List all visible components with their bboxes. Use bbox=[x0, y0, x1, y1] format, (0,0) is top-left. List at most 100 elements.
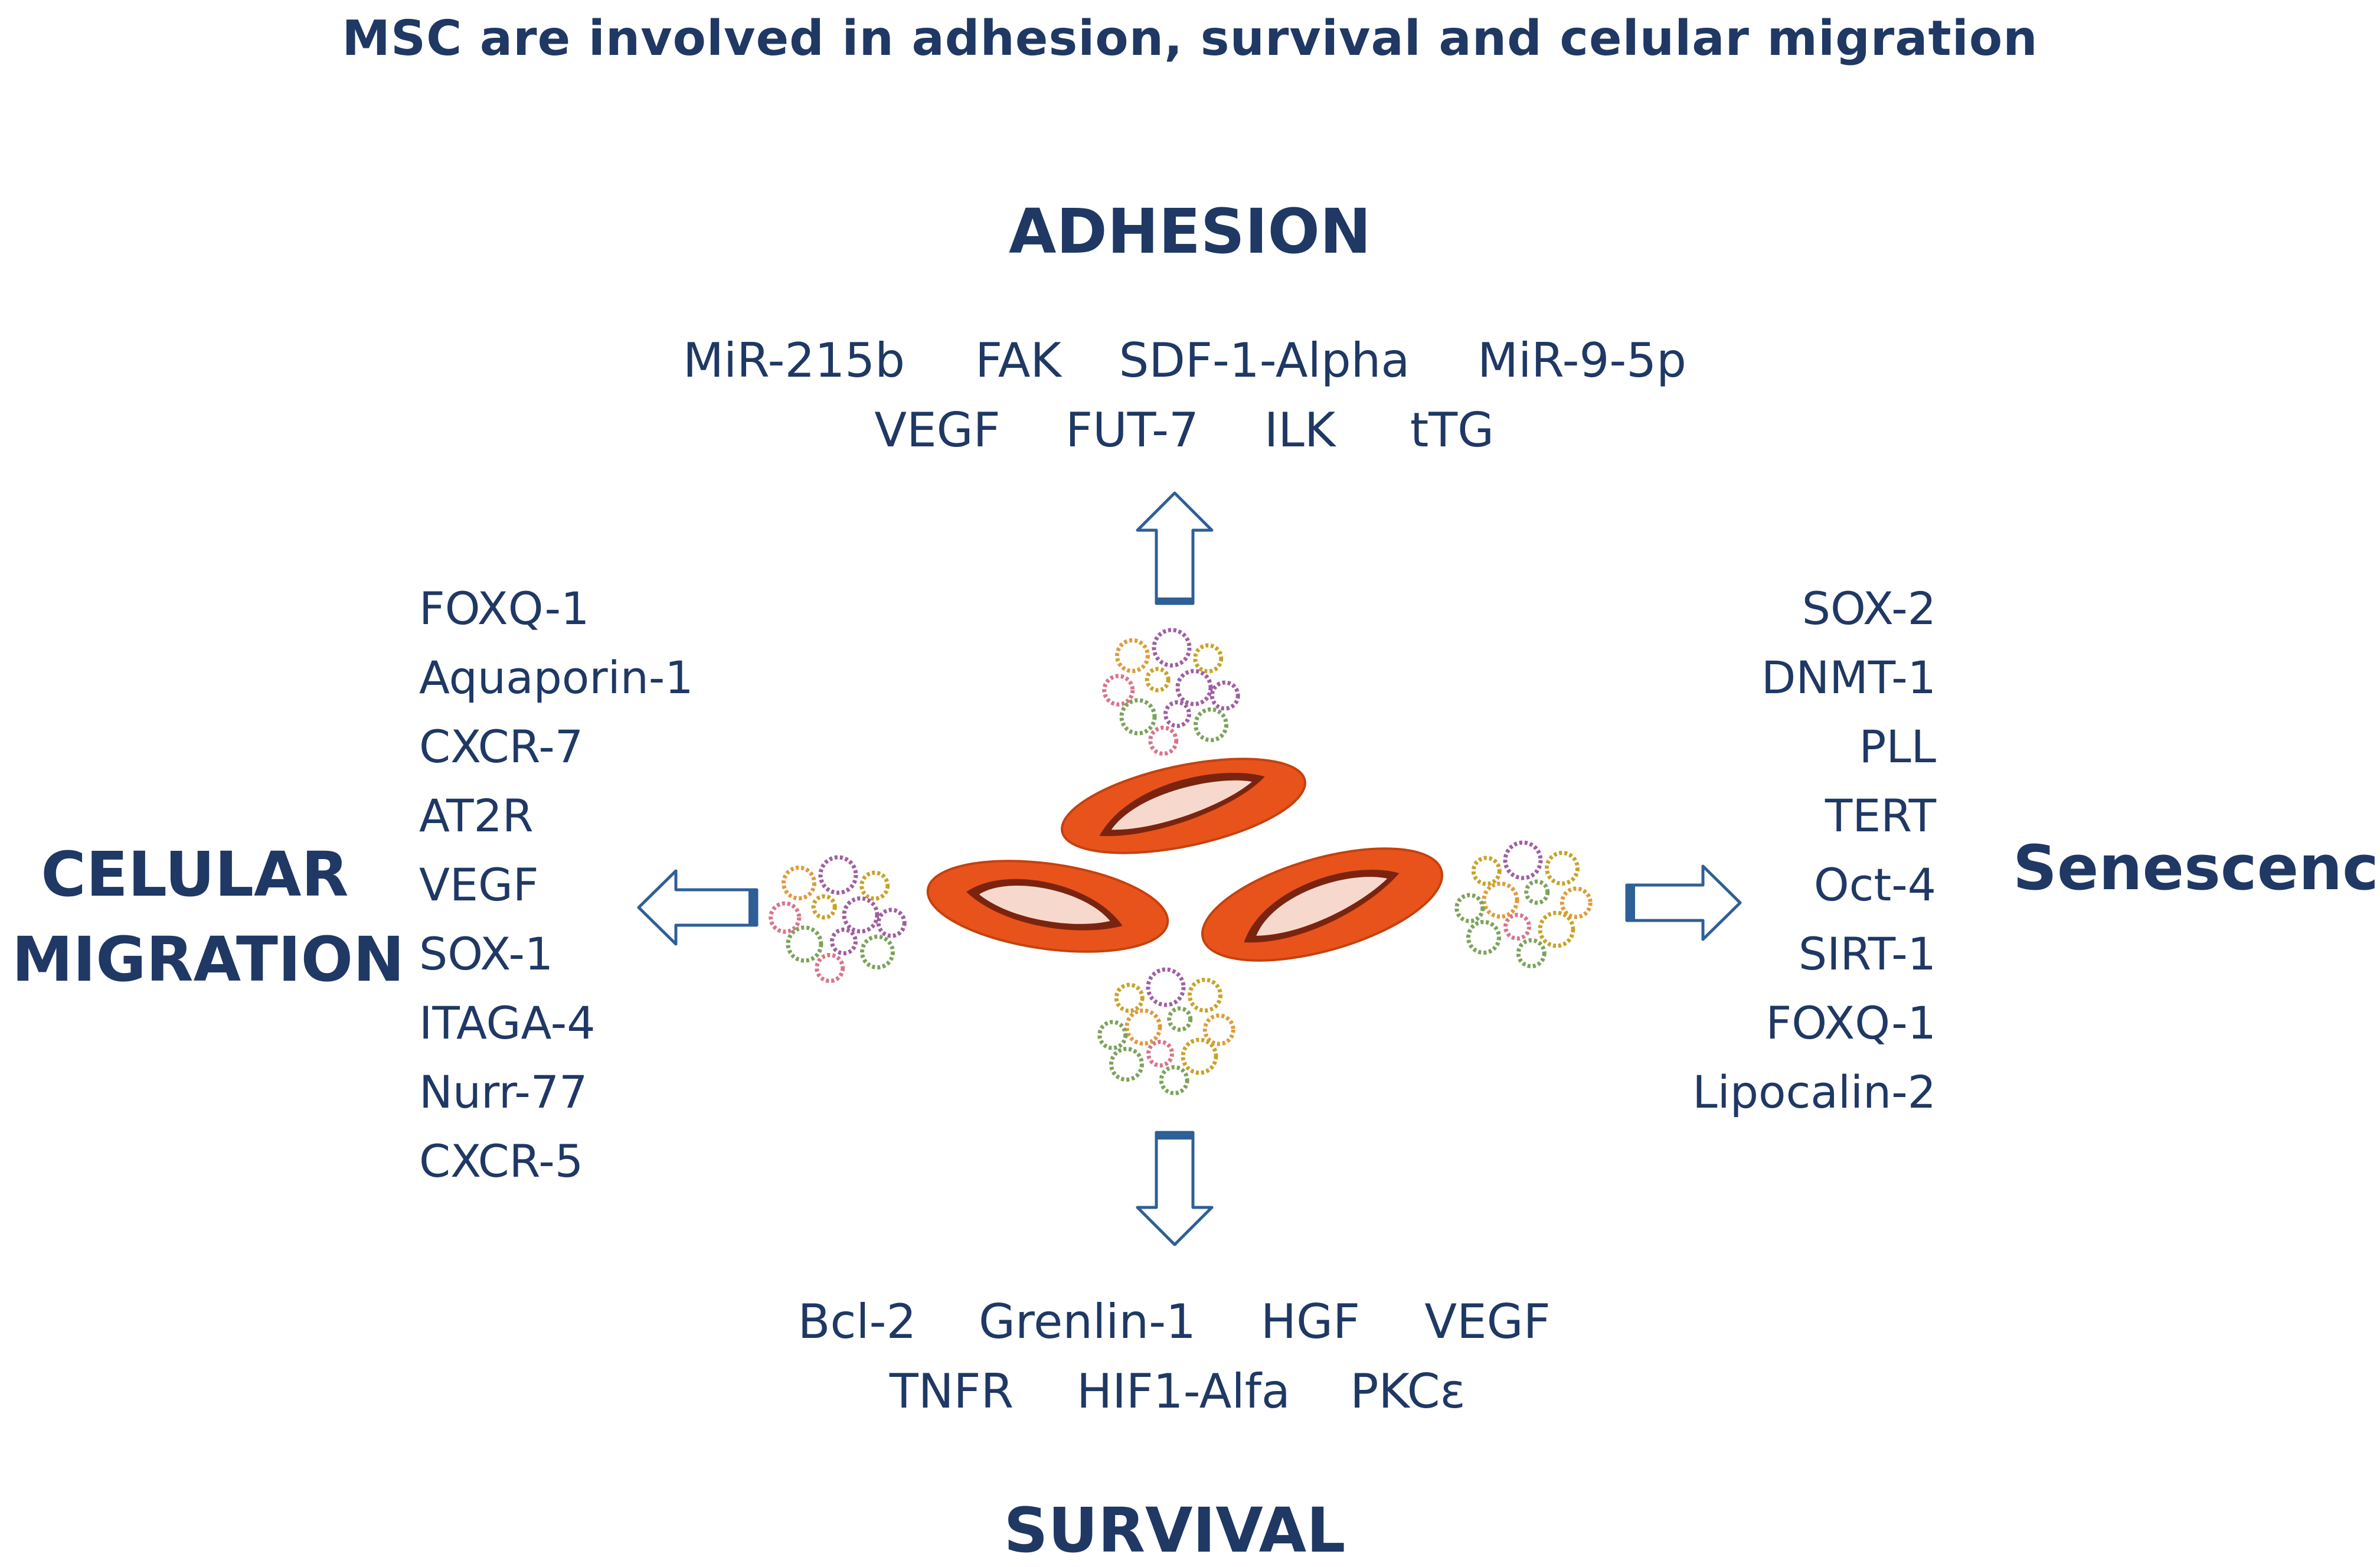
heading-survival: SURVIVAL bbox=[1003, 1494, 1346, 1566]
vesicle-cluster-top bbox=[1102, 628, 1240, 756]
gene-label: VEGF bbox=[1424, 1294, 1550, 1349]
gene-label: HGF bbox=[1261, 1294, 1360, 1349]
heading-senescence: Senescence bbox=[2013, 832, 2380, 904]
heading-celular-migration: CELULAR MIGRATION bbox=[12, 833, 405, 1002]
gene-label: Lipocalin-2 bbox=[1692, 1066, 1936, 1118]
gene-label: Oct-4 bbox=[1813, 858, 1936, 911]
vesicle-icon bbox=[1146, 1040, 1174, 1067]
gene-label: PLL bbox=[1859, 720, 1936, 773]
heading-migration-line2: MIGRATION bbox=[12, 923, 405, 995]
vesicle-icon bbox=[1124, 1008, 1162, 1046]
gene-label: CXCR-5 bbox=[419, 1135, 584, 1187]
vesicle-icon bbox=[1209, 680, 1240, 711]
vesicle-cluster-right bbox=[1454, 840, 1593, 968]
adhesion-gene-labels: MiR-215b FAK SDF-1-Alpha MiR-9-5p VEGF F… bbox=[683, 333, 1686, 458]
gene-label: FOXQ-1 bbox=[419, 582, 590, 635]
vesicle-icon bbox=[769, 901, 802, 934]
vesicle-icon bbox=[811, 894, 837, 920]
gene-label: SOX-1 bbox=[419, 928, 554, 980]
vesicle-icon bbox=[1148, 726, 1179, 756]
gene-label: SDF-1-Alpha bbox=[1119, 333, 1410, 388]
gene-label: PKCε bbox=[1350, 1364, 1465, 1419]
vesicle-cluster-bottom bbox=[1097, 967, 1235, 1095]
vesicle-icon bbox=[1145, 667, 1171, 693]
vesicle-icon bbox=[1193, 643, 1224, 674]
gene-label: MiR-215b bbox=[683, 333, 905, 388]
gene-label: CXCR-7 bbox=[419, 720, 584, 773]
vesicle-icon bbox=[1482, 882, 1519, 919]
arrow-down-base bbox=[1156, 1132, 1193, 1140]
gene-label: Grenlin-1 bbox=[979, 1294, 1196, 1349]
vesicle-icon bbox=[1102, 674, 1135, 707]
msc-cell-right bbox=[1201, 847, 1444, 962]
vesicle-icon bbox=[1097, 1020, 1128, 1050]
gene-label: ILK bbox=[1264, 403, 1337, 458]
arrow-right-base bbox=[1627, 885, 1635, 920]
gene-label: HIF1-Alfa bbox=[1077, 1364, 1290, 1419]
gene-label: FUT-7 bbox=[1065, 403, 1199, 458]
gene-label: FOXQ-1 bbox=[1766, 997, 1936, 1049]
vesicle-icon bbox=[876, 907, 907, 938]
vesicle-icon bbox=[1560, 886, 1593, 919]
gene-label: MiR-9-5p bbox=[1477, 333, 1686, 388]
vesicle-icon bbox=[1516, 938, 1547, 968]
vesicle-cluster-left bbox=[769, 855, 907, 983]
gene-label: FAK bbox=[975, 333, 1062, 388]
gene-label: tTG bbox=[1410, 403, 1494, 458]
gene-label: VEGF bbox=[419, 858, 539, 911]
vesicle-icon bbox=[782, 866, 816, 900]
vesicle-icon bbox=[860, 935, 895, 969]
vesicle-icon bbox=[1152, 628, 1192, 668]
migration-gene-list: FOXQ-1 Aquaporin-1 CXCR-7 AT2R VEGF SOX-… bbox=[419, 574, 694, 1196]
vesicle-icon bbox=[1181, 1037, 1218, 1075]
vesicle-icon bbox=[1167, 1006, 1193, 1032]
vesicle-icon bbox=[1503, 840, 1543, 880]
figure-title: MSC are involved in adhesion, survival a… bbox=[342, 11, 2038, 67]
vesicle-icon bbox=[1545, 851, 1580, 886]
vesicle-icon bbox=[1119, 698, 1157, 736]
vesicle-icon bbox=[1471, 856, 1502, 886]
heading-migration-line1: CELULAR bbox=[41, 838, 349, 910]
vesicle-icon bbox=[815, 953, 845, 983]
gene-label: AT2R bbox=[419, 789, 534, 842]
vesicle-icon bbox=[1115, 638, 1150, 673]
arrow-down-icon bbox=[1136, 1131, 1214, 1246]
senescence-gene-list: SOX-2 DNMT-1 PLL TERT Oct-4 SIRT-1 FOXQ-… bbox=[1594, 574, 1936, 1127]
arrow-left-base bbox=[748, 890, 757, 925]
vesicle-icon bbox=[1188, 978, 1222, 1013]
vesicle-icon bbox=[1454, 893, 1485, 923]
vesicle-icon bbox=[1194, 707, 1228, 742]
vesicle-icon bbox=[1538, 910, 1575, 948]
msc-cell-left bbox=[926, 860, 1169, 953]
vesicle-icon bbox=[1175, 669, 1213, 706]
gene-label: ITAGA-4 bbox=[419, 997, 596, 1049]
heading-adhesion: ADHESION bbox=[1009, 195, 1371, 267]
gene-label: SOX-2 bbox=[1802, 582, 1936, 635]
gene-label: Bcl-2 bbox=[798, 1294, 917, 1349]
vesicle-icon bbox=[786, 925, 823, 963]
gene-label: DNMT-1 bbox=[1761, 651, 1936, 704]
vesicle-icon bbox=[1109, 1047, 1144, 1082]
gene-label: VEGF bbox=[874, 403, 1000, 458]
vesicle-icon bbox=[1163, 700, 1191, 728]
vesicle-icon bbox=[1466, 920, 1501, 955]
gene-label: TNFR bbox=[889, 1364, 1014, 1419]
vesicle-icon bbox=[842, 896, 880, 933]
survival-gene-labels: Bcl-2 Grenlin-1 HGF VEGF TNFR HIF1-Alfa … bbox=[798, 1294, 1551, 1419]
gene-label: TERT bbox=[1825, 789, 1936, 842]
vesicle-icon bbox=[1202, 1013, 1235, 1046]
arrow-up-icon bbox=[1136, 491, 1214, 605]
vesicle-icon bbox=[1159, 1065, 1189, 1095]
vesicle-icon bbox=[830, 928, 858, 955]
gene-label: Aquaporin-1 bbox=[419, 651, 694, 704]
vesicle-icon bbox=[859, 870, 890, 901]
vesicle-icon bbox=[1146, 967, 1186, 1007]
vesicle-icon bbox=[1114, 982, 1145, 1013]
vesicle-icon bbox=[1503, 913, 1531, 941]
msc-cell-top bbox=[1061, 758, 1306, 854]
vesicle-icon bbox=[818, 855, 858, 895]
gene-label: Nurr-77 bbox=[419, 1066, 588, 1118]
gene-label: SIRT-1 bbox=[1798, 928, 1936, 980]
